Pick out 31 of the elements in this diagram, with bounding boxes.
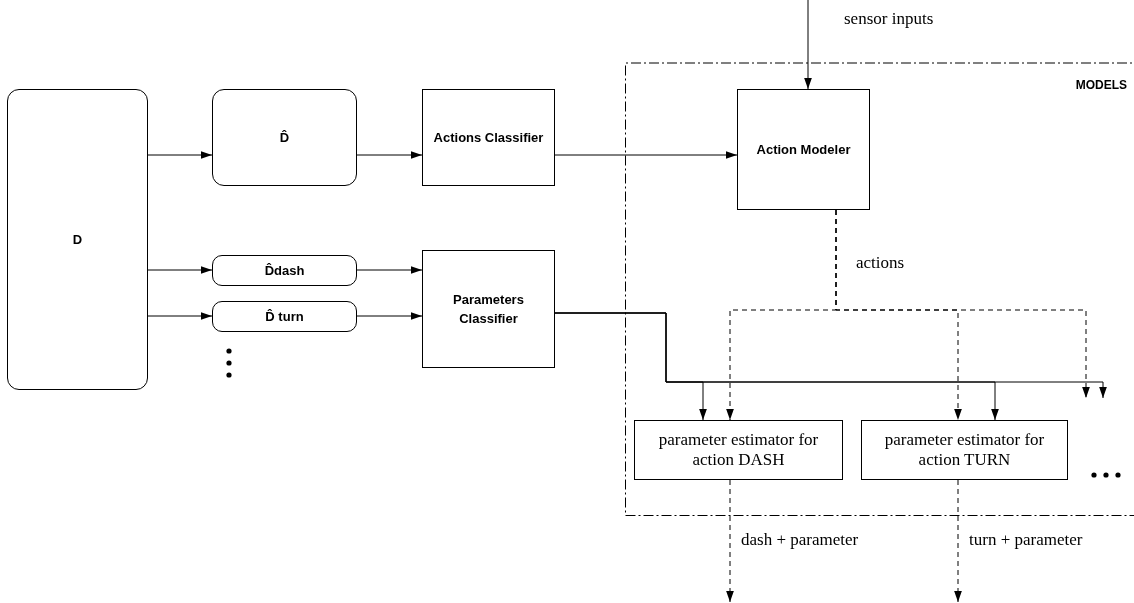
- rounded-box: [212, 255, 357, 286]
- arrow: [147, 312, 213, 320]
- node-label: Action Modeler: [755, 140, 852, 159]
- arrow: [147, 151, 213, 159]
- node-label: D̂: [278, 128, 291, 147]
- arrow: [356, 266, 423, 274]
- arrow: [804, 0, 812, 90]
- rounded-box: [7, 89, 148, 390]
- node-label: D̂ turn: [264, 307, 305, 326]
- process-box: [861, 420, 1068, 480]
- arrow: [554, 151, 738, 159]
- process-box: [422, 89, 555, 186]
- process-box: [634, 420, 843, 480]
- rounded-box: [212, 89, 357, 186]
- dashed-arrow: [954, 479, 962, 603]
- node-label: parameter estimator for action DASH: [657, 430, 820, 470]
- node-label: D: [71, 230, 84, 249]
- node-label: Parameters Classifier: [452, 290, 525, 328]
- rounded-box: [212, 301, 357, 332]
- process-box: [422, 250, 555, 368]
- node-label: parameter estimator for action TURN: [883, 430, 1046, 470]
- node-label: Actions Classifier: [432, 128, 545, 147]
- process-box: [737, 89, 870, 210]
- dashed-arrow: [726, 479, 734, 603]
- arrow: [554, 312, 1107, 399]
- arrow: [356, 151, 423, 159]
- node-label: D̂dash: [263, 261, 306, 280]
- dashed-arrow: [835, 209, 1090, 399]
- arrow: [147, 266, 213, 274]
- arrow: [356, 312, 423, 320]
- region-title: MODELS: [1075, 77, 1127, 94]
